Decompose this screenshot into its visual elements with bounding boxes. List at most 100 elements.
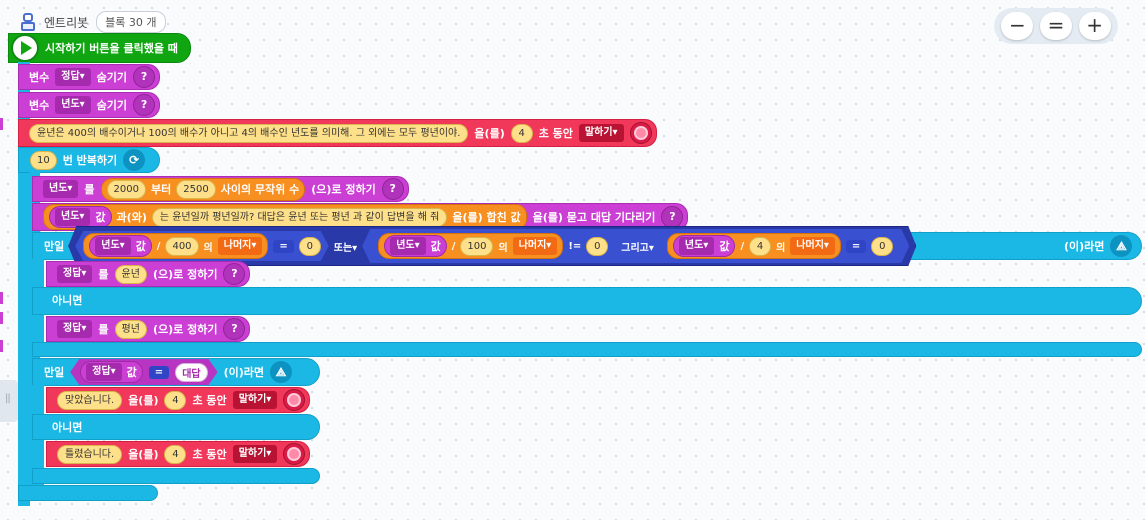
say-for-seconds-block[interactable]: 윤년은 400의 배수이거나 100의 배수가 아니고 4의 배수인 년도를 의… — [18, 119, 657, 147]
value-label: 값 — [430, 240, 441, 253]
compare-value-input[interactable]: 0 — [871, 237, 893, 256]
when-start-clicked-block[interactable]: 시작하기 버튼을 클릭했을 때 — [8, 33, 191, 63]
modulo-block[interactable]: 년도▾ 값 / 400 의 나머지▾ — [83, 233, 268, 259]
hide-variable-block[interactable]: 변수 정답▾ 숨기기 ? — [18, 64, 161, 90]
edge-marker — [0, 312, 3, 324]
and-block[interactable]: 년도▾ 값 / 100 의 나머지▾ != 0 그리고▾ 년도▾ 값 — [362, 229, 909, 263]
modulo-block[interactable]: 년도▾ 값 / 100 의 나머지▾ — [378, 233, 563, 259]
remainder-dropdown[interactable]: 나머지▾ — [790, 237, 835, 255]
seconds-input[interactable]: 4 — [164, 444, 187, 464]
repeat-count-input[interactable]: 10 — [30, 150, 57, 170]
entrybot-icon — [20, 13, 36, 31]
help-icon[interactable]: ? — [381, 178, 404, 200]
ask-text-input[interactable]: 는 윤년일까 평년일까? 대답은 윤년 또는 평년 과 같이 답변을 해 줘 — [151, 207, 448, 227]
remainder-dropdown[interactable]: 나머지▾ — [218, 237, 263, 255]
say-label: 을(를) — [128, 394, 159, 407]
help-icon[interactable]: ? — [661, 206, 684, 228]
variable-dropdown[interactable]: 년도▾ — [55, 208, 91, 226]
looks-help-icon[interactable] — [283, 443, 306, 465]
value-input[interactable]: 평년 — [114, 319, 147, 339]
repeat-header: 10 번 반복하기 ⟳ — [30, 147, 146, 173]
say-mode-dropdown[interactable]: 말하기▾ — [232, 445, 278, 463]
random-number-block[interactable]: 2000 부터 2500 사이의 무작위 수 — [100, 177, 306, 201]
set-variable-random-block[interactable]: 년도▾ 를 2000 부터 2500 사이의 무작위 수 (으)로 정하기 ? — [32, 176, 409, 202]
variable-dropdown[interactable]: 년도▾ — [95, 237, 130, 255]
say-text-input[interactable]: 윤년은 400의 배수이거나 100의 배수가 아니고 4의 배수인 년도를 의… — [29, 123, 469, 143]
random-to-input[interactable]: 2500 — [176, 179, 216, 199]
variable-dropdown[interactable]: 년도▾ — [43, 180, 79, 198]
answer-block[interactable]: 대답 — [175, 363, 207, 382]
seconds-label: 초 동안 — [192, 448, 227, 461]
say-for-seconds-block[interactable]: 맞았습니다. 을(를) 4 초 동안 말하기▾ — [46, 387, 311, 413]
variable-value-block[interactable]: 년도▾ 값 — [384, 235, 447, 257]
say-mode-dropdown[interactable]: 말하기▾ — [232, 391, 278, 409]
variable-value-block[interactable]: 년도▾ 값 — [89, 235, 152, 257]
divisor-input[interactable]: 100 — [460, 237, 493, 256]
else-bar — [32, 414, 320, 440]
compare-value-input[interactable]: 0 — [299, 237, 321, 256]
or-block[interactable]: 년도▾ 값 / 400 의 나머지▾ = 0 또는▾ 년도▾ 값 / — [68, 226, 916, 266]
compare-block[interactable]: 년도▾ 값 / 100 의 나머지▾ != 0 — [370, 231, 616, 261]
hide-label: 숨기기 — [96, 99, 128, 112]
set-to-label: (으)로 정하기 — [152, 323, 218, 336]
modulo-block[interactable]: 년도▾ 값 / 4 의 나머지▾ — [667, 233, 841, 259]
compare-block[interactable]: 년도▾ 값 / 4 의 나머지▾ = 0 — [659, 231, 901, 261]
looks-help-icon[interactable] — [283, 389, 306, 411]
script-spine — [18, 62, 30, 506]
repeat-block-bottom — [18, 485, 158, 501]
zoom-reset-button[interactable]: = — [1039, 12, 1072, 40]
divisor-input[interactable]: 400 — [165, 237, 198, 256]
say-mode-dropdown[interactable]: 말하기▾ — [578, 124, 624, 142]
help-icon[interactable]: ? — [133, 94, 156, 116]
looks-help-icon[interactable] — [629, 122, 652, 144]
set-label: 를 — [84, 183, 95, 196]
divisor-input[interactable]: 4 — [749, 237, 771, 256]
or-dropdown[interactable]: 또는▾ — [333, 242, 358, 254]
from-label: 부터 — [151, 183, 172, 196]
set-to-label: (으)로 정하기 — [152, 268, 218, 281]
zoom-controls: − = + — [994, 8, 1118, 44]
variable-dropdown[interactable]: 정답▾ — [57, 265, 93, 283]
help-icon[interactable]: ? — [223, 318, 246, 340]
if-else-block-bottom — [32, 342, 1142, 357]
seconds-input[interactable]: 4 — [510, 123, 533, 143]
help-icon[interactable]: ? — [133, 66, 156, 88]
variable-dropdown[interactable]: 정답▾ — [86, 363, 121, 381]
say-text-input[interactable]: 틀렸습니다. — [57, 444, 123, 464]
variable-dropdown[interactable]: 정답▾ — [55, 68, 91, 86]
zoom-in-button[interactable]: + — [1078, 12, 1111, 40]
variable-dropdown[interactable]: 년도▾ — [390, 237, 425, 255]
of-label: 의 — [498, 242, 508, 254]
variable-dropdown[interactable]: 정답▾ — [57, 320, 93, 338]
set-label: 를 — [98, 323, 109, 336]
compare-operator[interactable]: != — [568, 240, 582, 252]
help-icon[interactable]: ? — [223, 263, 246, 285]
variable-value-block[interactable]: 정답▾ 값 — [80, 361, 143, 383]
seconds-input[interactable]: 4 — [164, 390, 187, 410]
then-label: (이)라면 — [1064, 240, 1105, 253]
if-label: 만일 — [44, 240, 65, 253]
set-variable-block[interactable]: 정답▾ 를 평년 (으)로 정하기 ? — [46, 316, 251, 342]
variable-dropdown[interactable]: 년도▾ — [679, 237, 714, 255]
hide-variable-block[interactable]: 변수 년도▾ 숨기기 ? — [18, 92, 161, 118]
variable-value-block[interactable]: 년도▾ 값 — [49, 206, 112, 228]
compare-block[interactable]: 정답▾ 값 = 대답 — [70, 359, 217, 385]
compare-operator[interactable]: = — [273, 240, 293, 253]
say-text-input[interactable]: 맞았습니다. — [57, 390, 123, 410]
panel-resize-handle[interactable] — [0, 380, 18, 422]
variable-dropdown[interactable]: 년도▾ — [55, 96, 91, 114]
say-for-seconds-block[interactable]: 틀렸습니다. 을(를) 4 초 동안 말하기▾ — [46, 441, 311, 467]
random-from-input[interactable]: 2000 — [106, 179, 146, 199]
compare-block[interactable]: 년도▾ 값 / 400 의 나머지▾ = 0 — [75, 231, 329, 261]
compare-value-input[interactable]: 0 — [586, 237, 608, 256]
compare-operator[interactable]: = — [846, 240, 866, 253]
hide-label: 숨기기 — [96, 71, 128, 84]
compare-operator[interactable]: = — [149, 366, 169, 379]
join-result-label: 을(를) 합친 값 — [452, 211, 521, 224]
set-variable-block[interactable]: 정답▾ 를 윤년 (으)로 정하기 ? — [46, 261, 251, 287]
remainder-dropdown[interactable]: 나머지▾ — [513, 237, 558, 255]
zoom-out-button[interactable]: − — [1001, 12, 1034, 40]
variable-value-block[interactable]: 년도▾ 값 — [673, 235, 736, 257]
and-dropdown[interactable]: 그리고▾ — [621, 242, 654, 254]
value-input[interactable]: 윤년 — [114, 264, 147, 284]
